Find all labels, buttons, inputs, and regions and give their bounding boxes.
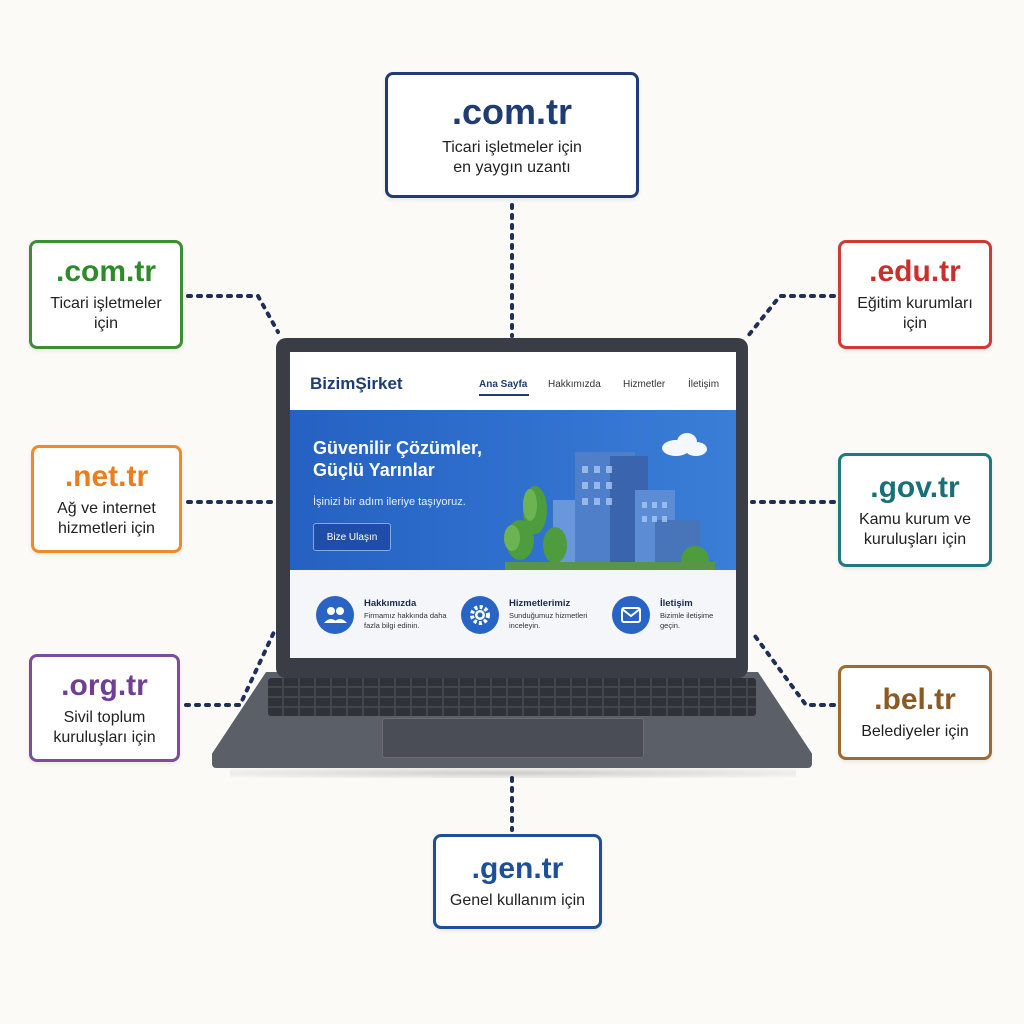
feature-text-about: Firmamız hakkında daha fazla bilgi edini… (364, 611, 447, 630)
site-logo[interactable]: BizimŞirket (310, 374, 403, 393)
domain-description: Sivil toplum kuruluşları için (53, 708, 156, 746)
domain-card-edu: .edu.tr Eğitim kurumları için (838, 240, 992, 349)
mail-icon[interactable] (612, 596, 650, 634)
features-section: Hakkımızda Firmamız hakkında daha fazla … (290, 570, 736, 658)
domain-name: .edu.tr (869, 255, 961, 288)
gear-icon[interactable] (461, 596, 499, 634)
nav-home[interactable]: Ana Sayfa (479, 379, 528, 390)
nav-contact[interactable]: İletişim (688, 379, 720, 390)
domain-name: .com.tr (451, 91, 573, 133)
domain-card-net: .net.tr Ağ ve internet hizmetleri için (31, 445, 182, 553)
domain-name: .bel.tr (874, 683, 956, 716)
domain-description: Eğitim kurumları için (857, 295, 973, 332)
feature-title-about: Hakkımızda (364, 598, 417, 609)
domain-name: .com.tr (55, 255, 157, 288)
users-icon[interactable] (316, 596, 354, 634)
laptop-keyboard-rows (268, 678, 756, 716)
domain-description: Genel kullanım için (449, 892, 586, 909)
domain-name: .org.tr (61, 668, 148, 702)
feature-text-services: Sunduğumuz hizmetleri inceleyin. (509, 611, 588, 630)
domain-description: Belediyeler için (861, 723, 969, 740)
hero-subtitle: İşinizi bir adım ileriye taşıyoruz. (313, 496, 466, 508)
domain-description: Ticari işletmeler için en yaygın uzantı (442, 138, 582, 176)
hero-title: Güvenilir Çözümler, Güçlü Yarınlar (313, 438, 483, 480)
connector-edu (746, 294, 836, 338)
domain-description: Ticari işletmeler için (50, 295, 162, 332)
domain-card-gen: .gen.tr Genel kullanım için (433, 834, 602, 929)
domain-card-gov: .gov.tr Kamu kurum ve kuruluşları için (838, 453, 992, 567)
nav-about[interactable]: Hakkımızda (548, 379, 601, 390)
domain-card-bel: .bel.tr Belediyeler için (838, 665, 992, 760)
feature-title-services: Hizmetlerimiz (509, 598, 571, 609)
domain-card-top: .com.tr Ticari işletmeler için en yaygın… (385, 72, 639, 198)
hero-banner: Güvenilir Çözümler, Güçlü Yarınlar İşini… (290, 410, 736, 570)
laptop-trackpad (382, 718, 644, 758)
connector-bel (750, 630, 836, 707)
domain-name: .gen.tr (471, 852, 564, 885)
connector-org (184, 630, 276, 707)
domain-description: Kamu kurum ve kuruluşları için (858, 510, 972, 548)
connector-com (186, 294, 280, 334)
feature-title-contact: İletişim (660, 598, 693, 609)
laptop-shadow (230, 768, 796, 778)
site-header: BizimŞirket Ana Sayfa Hakkımızda Hizmetl… (290, 352, 736, 410)
nav-active-indicator (479, 394, 529, 396)
domain-card-org: .org.tr Sivil toplum kuruluşları için (29, 654, 180, 762)
feature-text-contact: Bizimle iletişime geçin. (660, 611, 714, 630)
domain-name: .gov.tr (870, 470, 960, 504)
nav-services[interactable]: Hizmetler (623, 379, 666, 390)
domain-card-com: .com.tr Ticari işletmeler için (29, 240, 183, 349)
domain-description: Ağ ve internet hizmetleri için (57, 499, 156, 537)
domain-name: .net.tr (64, 459, 149, 493)
hero-illustration (504, 433, 715, 570)
laptop-screen: BizimŞirket Ana Sayfa Hakkımızda Hizmetl… (290, 352, 736, 658)
contact-button[interactable]: Bize Ulaşın (313, 523, 391, 551)
